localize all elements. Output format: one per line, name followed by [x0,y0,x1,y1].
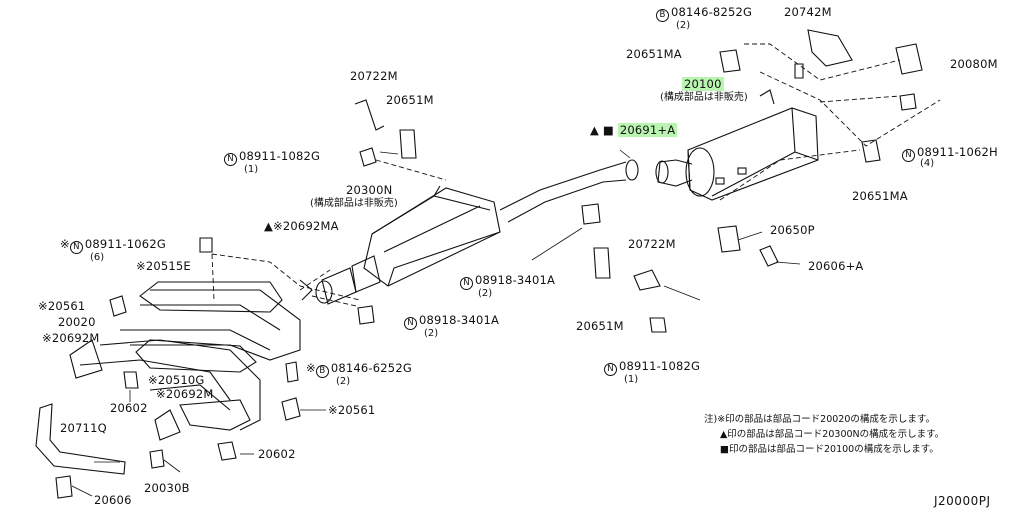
center-muffler [315,185,501,305]
part-20602-lower-label: 20602 [258,447,296,461]
part-08911-1082g-mid-qty: (1) [624,374,639,385]
tail-pipe [655,159,693,187]
part-20692m-mid-label: ※20692M [156,387,214,401]
part-20300n-label: 20300N [346,183,393,197]
pointer-lines [71,149,801,497]
part-20606-label: 20606 [94,493,132,507]
part-20692ma-label: ▲※20692MA [264,219,339,233]
part-20020-label: 20020 [58,315,96,329]
front-pipe [69,289,301,441]
part-20742m-label: 20742M [784,5,832,19]
part-20100-note: (構成部品は非販売) [660,92,748,103]
part-20515e-label: ※20515E [136,259,191,273]
part-20080m-label: 20080M [950,57,998,71]
hardware [55,29,923,499]
part-20510g-label: ※20510G [148,373,205,387]
leader-lines [211,43,941,307]
part-20561-lower-label: ※20561 [328,403,376,417]
note-line-1: 注)※印の部品は部品コード20020の構成を示します。 [704,414,935,425]
part-20651m-mid-label: 20651M [576,319,624,333]
part-20650p-label: 20650P [770,223,815,237]
note-line-3: ■印の部品は部品コード20100の構成を示します。 [720,444,939,455]
part-20561-upper-label: ※20561 [38,299,86,313]
part-08918-3401a-lower-qty: (2) [424,328,439,339]
part-20651m-top-label: 20651M [386,93,434,107]
part-08918-3401a-upper-qty: (2) [478,288,493,299]
part-20711q-label: 20711Q [60,421,107,435]
part-08911-1062h-qty: (4) [920,158,935,169]
heat-shield-20515e [139,281,283,313]
bracket-20711q [35,403,126,475]
part-20100-label: 20100 [682,77,724,91]
part-20651ma-right-label: 20651MA [852,189,908,203]
part-20606a-label: 20606+A [808,259,864,273]
part-20722m-mid-label: 20722M [628,237,676,251]
heat-shield-20510g [135,339,257,373]
rear-muffler [685,89,819,201]
part-08146-6252g-qty: (2) [336,376,351,387]
part-20722m-top-label: 20722M [350,69,398,83]
part-08146-8252g-qty: (2) [676,20,691,31]
gasket-20691a [625,159,639,181]
part-20300n-note: (構成部品は非販売) [310,198,398,209]
part-20692m-left-label: ※20692M [42,331,100,345]
part-20651ma-top-label: 20651MA [626,47,682,61]
part-20602-left-label: 20602 [110,401,148,415]
part-08911-1062g-qty: (6) [90,252,105,263]
part-20030b-label: 20030B [144,481,190,495]
note-line-2: ▲印の部品は部品コード20300Nの構成を示します。 [720,429,945,440]
part-20691a-label: ▲ ■ 20691+A [590,123,678,137]
diagram-code: J20000PJ [934,494,991,508]
mid-pipe [499,161,627,223]
part-08911-1082g-top-qty: (1) [244,164,259,175]
